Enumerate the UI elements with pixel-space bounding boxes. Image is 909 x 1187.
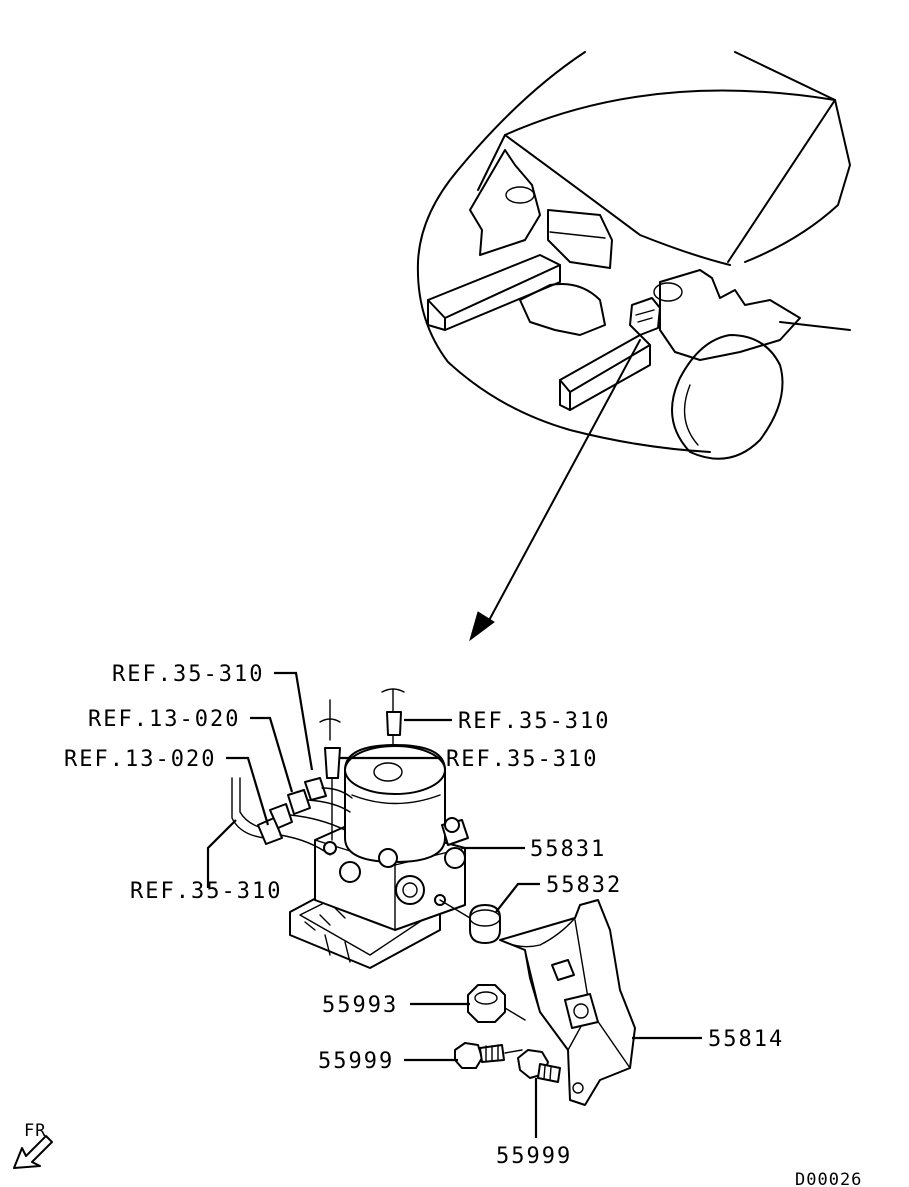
- diagram-code: D00026: [795, 1170, 862, 1187]
- vehicle-front-overview: [416, 51, 851, 642]
- front-direction-indicator: FR: [13, 1121, 53, 1169]
- callout-part-55831: 55831: [530, 837, 606, 862]
- callout-part-55814: 55814: [708, 1027, 784, 1052]
- callout-part-55999-left: 55999: [318, 1049, 394, 1074]
- front-arrow-icon: [13, 1135, 53, 1169]
- bolt-55999-horizontal: [454, 1042, 523, 1069]
- bracket-55814: [499, 899, 636, 1106]
- callout-ref-13-020-upper: REF.13-020: [88, 707, 240, 732]
- callout-part-55832: 55832: [546, 873, 622, 898]
- callout-part-55999-bottom: 55999: [496, 1144, 572, 1169]
- callout-ref-35-310-right-middle: REF.35-310: [446, 747, 598, 772]
- callout-ref-35-310-top-left: REF.35-310: [112, 662, 264, 687]
- abs-hydraulic-unit-55831: [231, 688, 469, 969]
- grommet-55832: [439, 899, 501, 944]
- front-label: FR: [24, 1121, 46, 1141]
- leader-lines: [206, 671, 702, 1138]
- nut-55993: [467, 984, 526, 1023]
- callout-ref-13-020-lower: REF.13-020: [64, 747, 216, 772]
- callout-part-55993: 55993: [322, 993, 398, 1018]
- callout-ref-35-310-bottom-left: REF.35-310: [130, 879, 282, 904]
- callout-ref-35-310-right-top: REF.35-310: [458, 709, 610, 734]
- bolt-55999-vertical: [517, 1049, 561, 1083]
